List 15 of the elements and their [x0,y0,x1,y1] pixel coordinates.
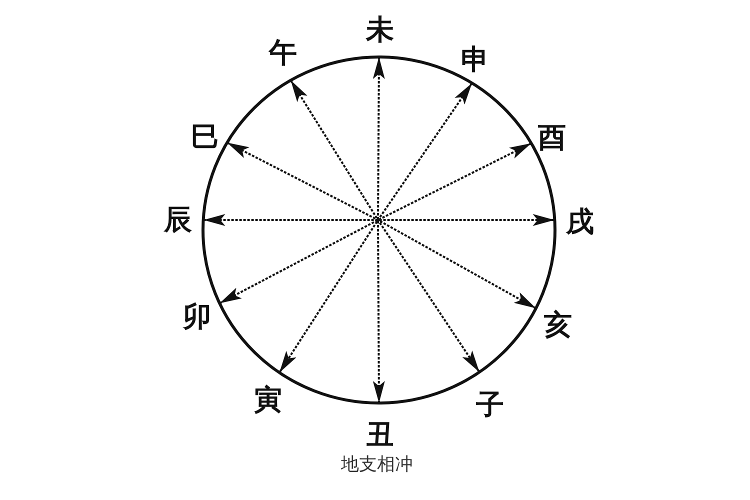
dotted-arrow [372,57,385,403]
branch-label: 亥 [544,311,572,339]
dotted-arrow [203,214,555,226]
branch-label: 申 [461,46,489,74]
branch-label: 子 [476,391,504,419]
branch-label: 寅 [254,386,282,414]
diagram-caption: 地支相冲 [341,456,413,474]
branch-label: 卯 [183,303,211,331]
branch-label: 未 [366,16,394,44]
branch-label: 戌 [566,208,594,236]
branch-label: 丑 [366,421,394,449]
branch-label: 辰 [164,206,192,234]
branch-label: 巳 [191,123,219,151]
branch-label: 酉 [538,124,566,152]
branch-label: 午 [269,39,297,67]
